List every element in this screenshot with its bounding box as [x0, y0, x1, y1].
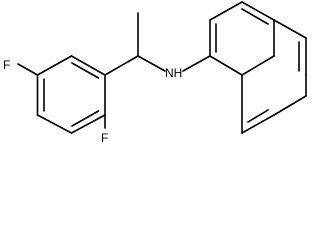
amine-label: NH — [165, 66, 182, 80]
fluorine-bottom-label: F — [101, 131, 108, 145]
fluorine-top-label: F — [3, 58, 10, 72]
bond — [36, 55, 73, 76]
molecule-structure: F F NH — [3, 1, 307, 145]
bond — [70, 55, 106, 76]
double-bond-inner — [71, 62, 100, 79]
bond — [241, 1, 275, 21]
bond — [241, 55, 275, 76]
bond-nh-to-naphthyl — [182, 55, 211, 72]
bond — [36, 114, 73, 134]
bond — [273, 95, 307, 116]
bond-ring-to-ch — [104, 55, 139, 76]
bond — [209, 55, 243, 76]
bond — [209, 1, 243, 21]
double-bond-inner — [241, 8, 269, 25]
bond — [241, 114, 275, 134]
bond-c-f-top — [17, 63, 39, 76]
naphthalene-rings — [209, 1, 307, 134]
difluorophenyl-ring — [36, 55, 106, 134]
double-bond-inner — [71, 110, 100, 127]
bond-ch-to-nh — [137, 55, 166, 72]
double-bond-inner — [247, 109, 269, 123]
bond — [273, 19, 307, 39]
bond — [70, 114, 106, 134]
